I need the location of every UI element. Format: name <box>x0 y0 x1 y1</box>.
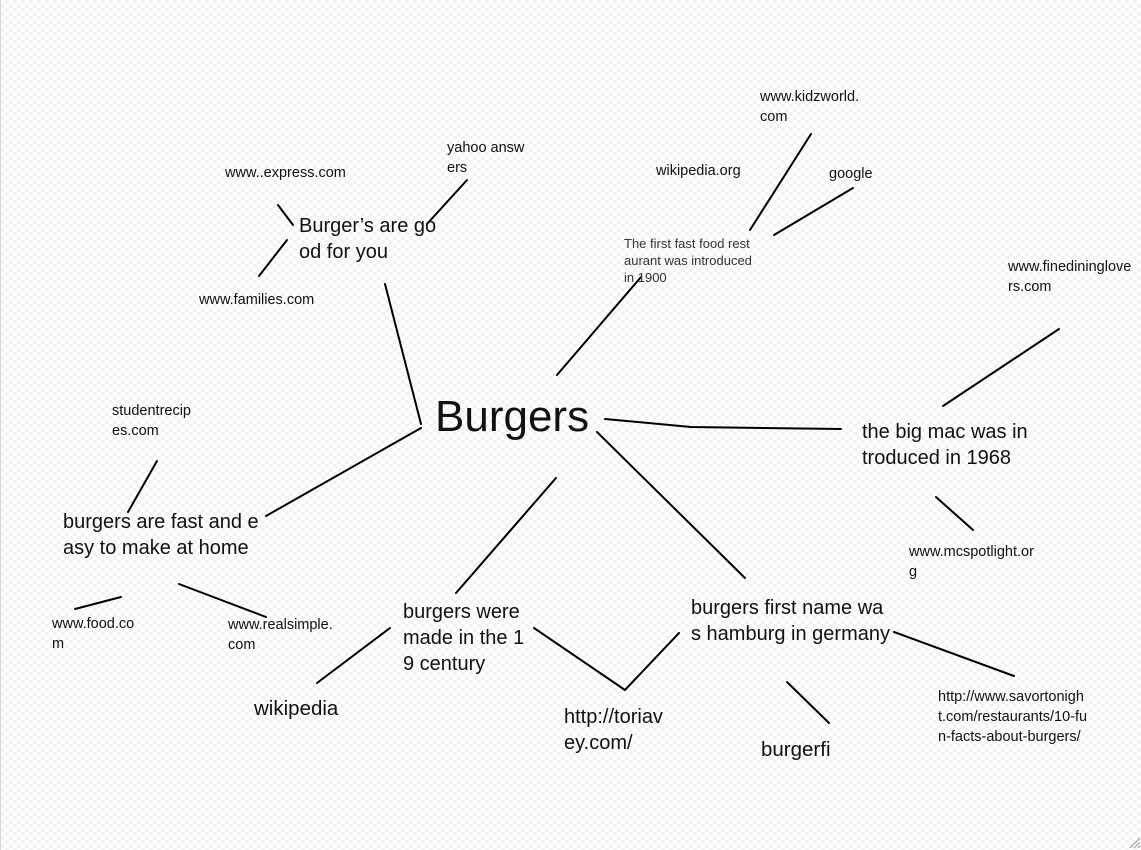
edge-bigmac-finedining <box>942 328 1060 407</box>
source-kidzworld: www.kidzworld.com <box>760 89 860 125</box>
central-topic-burgers: Burgers <box>435 392 590 441</box>
source-families: www.families.com <box>199 292 315 308</box>
edge-hamburg-burgerfi <box>786 681 830 724</box>
source-mcspotlight: www.mcspotlight.org <box>909 544 1034 580</box>
edge-first-google <box>773 187 854 236</box>
resize-grip-icon[interactable] <box>1128 836 1140 848</box>
source-savortonight: http://www.savortonight.com/restaurants/… <box>938 689 1088 745</box>
topic-fast-and-easy: burgers are fast and easy to make at hom… <box>63 511 259 559</box>
edge-central-fast-easy <box>265 427 422 517</box>
source-studentrecipes: studentrecipes.com <box>112 403 191 439</box>
topic-made-19-century: burgers were made in the 19 century <box>403 601 525 675</box>
source-burgerfi: burgerfi <box>761 738 831 761</box>
source-express: www..express.com <box>225 165 346 181</box>
edge-bigmac-mcspotlight <box>935 496 974 531</box>
edge-first-kidzworld <box>749 133 812 231</box>
edge-good-families <box>258 239 288 277</box>
edge-central-bigmac <box>604 418 842 430</box>
source-toriavey: http://toriavey.com/ <box>564 706 663 754</box>
topic-hamburg-germany: burgers first name was hamburg in german… <box>691 597 890 645</box>
edge-fast-realsimple <box>178 583 267 618</box>
source-wikipedia: wikipedia <box>254 697 339 720</box>
edge-central-hamburg <box>596 431 746 579</box>
topic-good-for-you: Burger’s are good for you <box>299 215 437 263</box>
edge-made19-toriavey-hamburg <box>533 627 680 691</box>
edge-central-made19 <box>455 477 557 594</box>
edge-central-good <box>384 283 422 425</box>
source-yahoo-answers: yahoo answers <box>447 140 525 176</box>
edge-fast-food <box>74 596 122 610</box>
edge-hamburg-savortonight <box>893 631 1015 677</box>
source-finedininglovers: www.finedininglovers.com <box>1008 259 1132 295</box>
source-food: www.food.com <box>52 616 135 652</box>
edge-good-yahoo <box>426 179 468 225</box>
edge-made19-wikipedia <box>316 627 391 684</box>
edge-central-first-restaurant <box>556 276 642 376</box>
source-wikipedia-org: wikipedia.org <box>656 163 741 179</box>
source-google: google <box>829 166 873 182</box>
edge-fast-studentrecipes <box>127 460 158 513</box>
topic-first-restaurant: The first fast food restaurant was intro… <box>624 236 752 285</box>
source-realsimple: www.realsimple.com <box>228 617 333 653</box>
edge-good-express <box>277 204 294 226</box>
topic-big-mac: the big mac was introduced in 1968 <box>862 421 1028 469</box>
